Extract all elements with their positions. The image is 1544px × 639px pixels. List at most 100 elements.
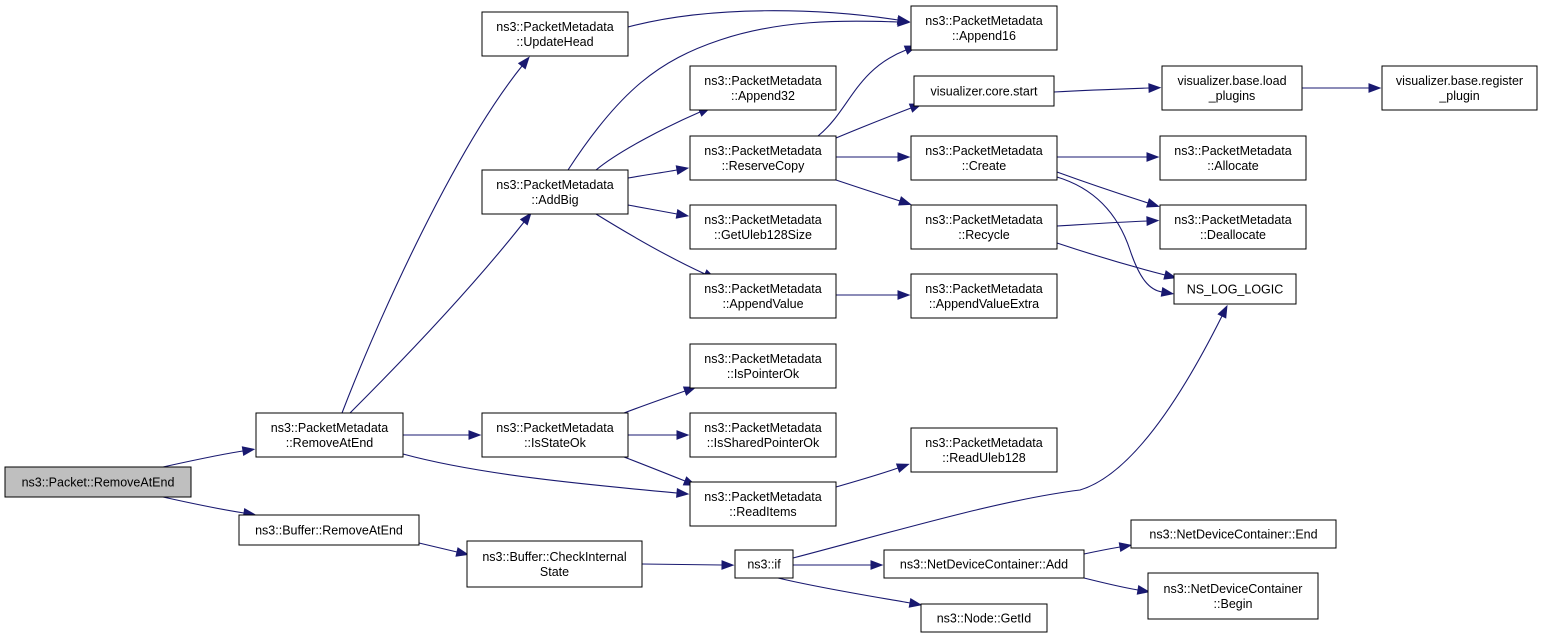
node-visualizer-base-load-plugins[interactable]: visualizer.base.load_plugins bbox=[1161, 65, 1303, 111]
node-label: ns3::PacketMetadata bbox=[1174, 144, 1291, 158]
node-box bbox=[883, 549, 1085, 579]
edge-ns3_if-to-ndc_add bbox=[793, 560, 884, 570]
edge-pm_appendvalue-to-pm_appendvalueextra bbox=[836, 290, 911, 300]
edge-pm_addbig-to-pm_getuleb128size bbox=[627, 204, 690, 219]
node-label: ns3::Buffer::RemoveAtEnd bbox=[255, 524, 403, 538]
node-node-getid[interactable]: ns3::Node::GetId bbox=[920, 603, 1048, 633]
node-pm-issharedpointerok[interactable]: ns3::PacketMetadata::IsSharedPointerOk bbox=[689, 412, 837, 458]
node-box bbox=[689, 273, 837, 319]
edge-line bbox=[1056, 242, 1166, 276]
node-box bbox=[481, 412, 629, 458]
node-visualizer-base-register-plugin[interactable]: visualizer.base.register_plugin bbox=[1381, 65, 1538, 111]
node-pm-allocate[interactable]: ns3::PacketMetadata::Allocate bbox=[1159, 135, 1307, 181]
node-label: _plugins bbox=[1208, 89, 1256, 103]
arrowhead-icon bbox=[1163, 270, 1178, 280]
edge-pm_reservecopy-to-pm_recycle bbox=[835, 179, 912, 206]
node-box bbox=[910, 427, 1058, 473]
edge-line bbox=[1083, 577, 1139, 591]
node-label: ns3::PacketMetadata bbox=[925, 144, 1042, 158]
node-pm-ispointerok[interactable]: ns3::PacketMetadata::IsPointerOk bbox=[689, 343, 837, 389]
node-ndc-begin[interactable]: ns3::NetDeviceContainer::Begin bbox=[1147, 572, 1319, 620]
arrowhead-icon bbox=[897, 17, 911, 27]
node-box bbox=[910, 204, 1058, 250]
edge-line bbox=[835, 107, 912, 139]
node-label: ns3::PacketMetadata bbox=[704, 490, 821, 504]
edge-pm_isstateok-to-pm_issharedpointerok bbox=[628, 430, 690, 440]
node-pm-getuleb128size[interactable]: ns3::PacketMetadata::GetUleb128Size bbox=[689, 204, 837, 250]
arrowhead-icon bbox=[1148, 83, 1162, 93]
arrowhead-icon bbox=[1146, 216, 1160, 226]
node-label: ns3::PacketMetadata bbox=[704, 74, 821, 88]
node-pm-appendvalueextra[interactable]: ns3::PacketMetadata::AppendValueExtra bbox=[910, 273, 1058, 319]
node-pm-isstateok[interactable]: ns3::PacketMetadata::IsStateOk bbox=[481, 412, 629, 458]
node-pm-updatehead[interactable]: ns3::PacketMetadata::UpdateHead bbox=[481, 11, 629, 57]
node-box bbox=[1159, 204, 1307, 250]
node-pm-reservecopy[interactable]: ns3::PacketMetadata::ReserveCopy bbox=[689, 135, 837, 181]
edge-pm_addbig-to-pm_append16 bbox=[567, 17, 911, 171]
node-visualizer-core-start[interactable]: visualizer.core.start bbox=[913, 75, 1055, 107]
node-label: ns3::PacketMetadata bbox=[704, 144, 821, 158]
node-pm-readuleb128[interactable]: ns3::PacketMetadata::ReadUleb128 bbox=[910, 427, 1058, 473]
arrowhead-icon bbox=[519, 212, 532, 226]
edge-pm_addbig-to-pm_reservecopy bbox=[627, 165, 690, 179]
node-label: _plugin bbox=[1438, 89, 1479, 103]
arrowhead-icon bbox=[1217, 304, 1228, 319]
node-label: ns3::PacketMetadata bbox=[925, 213, 1042, 227]
edge-line bbox=[817, 49, 907, 137]
node-label: ::Append16 bbox=[952, 29, 1016, 43]
edge-line bbox=[641, 563, 723, 566]
node-label: ns3::PacketMetadata bbox=[496, 20, 613, 34]
arrowhead-icon bbox=[682, 386, 697, 396]
arrowhead-icon bbox=[1146, 198, 1160, 208]
edges-layer bbox=[162, 10, 1382, 608]
node-label: ::Append32 bbox=[731, 89, 795, 103]
node-pm-addbig[interactable]: ns3::PacketMetadata::AddBig bbox=[481, 169, 629, 215]
edge-pm_create-to-ns_log_logic bbox=[1056, 176, 1175, 297]
node-pm-removeatend[interactable]: ns3::PacketMetadata::RemoveAtEnd bbox=[255, 412, 404, 458]
node-label: ns3::PacketMetadata bbox=[496, 178, 613, 192]
node-buffer-removeatend[interactable]: ns3::Buffer::RemoveAtEnd bbox=[238, 514, 420, 546]
node-box bbox=[920, 603, 1048, 633]
edge-line bbox=[595, 213, 706, 275]
node-pm-appendvalue[interactable]: ns3::PacketMetadata::AppendValue bbox=[689, 273, 837, 319]
nodes-layer: ns3::Packet::RemoveAtEndns3::PacketMetad… bbox=[4, 5, 1538, 633]
node-box bbox=[1161, 65, 1303, 111]
node-pm-append16[interactable]: ns3::PacketMetadata::Append16 bbox=[910, 5, 1058, 51]
edge-line bbox=[627, 204, 678, 215]
node-label: ::IsPointerOk bbox=[727, 367, 800, 381]
node-label: ns3::NetDeviceContainer bbox=[1164, 582, 1303, 596]
node-ns3-if[interactable]: ns3::if bbox=[734, 549, 794, 579]
node-label: ::UpdateHead bbox=[516, 35, 593, 49]
edge-buffer_checkinternalstate-to-ns3_if bbox=[641, 560, 735, 570]
node-box bbox=[913, 75, 1055, 107]
node-label: ns3::Node::GetId bbox=[937, 612, 1032, 626]
node-label: ::AppendValueExtra bbox=[929, 297, 1039, 311]
edge-line bbox=[402, 453, 678, 494]
node-pm-recycle[interactable]: ns3::PacketMetadata::Recycle bbox=[910, 204, 1058, 250]
node-pm-create[interactable]: ns3::PacketMetadata::Create bbox=[910, 135, 1058, 181]
edge-line bbox=[567, 20, 899, 171]
node-ndc-end[interactable]: ns3::NetDeviceContainer::End bbox=[1130, 519, 1337, 549]
edge-pm_recycle-to-pm_deallocate bbox=[1056, 216, 1160, 227]
arrowhead-icon bbox=[455, 547, 470, 557]
node-pm-readitems[interactable]: ns3::PacketMetadata::ReadItems bbox=[689, 481, 837, 527]
edge-pm_removeatend-to-pm_readitems bbox=[402, 453, 690, 498]
node-pm-append32[interactable]: ns3::PacketMetadata::Append32 bbox=[689, 65, 837, 111]
node-label: ::Deallocate bbox=[1200, 228, 1266, 242]
node-box bbox=[689, 65, 837, 111]
node-label: ns3::NetDeviceContainer::End bbox=[1149, 528, 1317, 542]
edge-pm_reservecopy-to-visualizer_core_start bbox=[835, 103, 923, 139]
node-pm-deallocate[interactable]: ns3::PacketMetadata::Deallocate bbox=[1159, 204, 1307, 250]
edge-pm_isstateok-to-pm_readitems bbox=[623, 456, 697, 486]
node-label: visualizer.base.register bbox=[1396, 74, 1523, 88]
node-ns-log-logic[interactable]: NS_LOG_LOGIC bbox=[1173, 273, 1297, 305]
node-box bbox=[1147, 572, 1319, 620]
node-label: ::IsSharedPointerOk bbox=[707, 436, 820, 450]
edge-line bbox=[627, 10, 899, 28]
node-ndc-add[interactable]: ns3::NetDeviceContainer::Add bbox=[883, 549, 1085, 579]
node-packet-removeatend[interactable]: ns3::Packet::RemoveAtEnd bbox=[4, 466, 192, 498]
node-box bbox=[1159, 135, 1307, 181]
node-box bbox=[689, 343, 837, 389]
edge-pm_readitems-to-pm_readuleb128 bbox=[835, 463, 910, 488]
